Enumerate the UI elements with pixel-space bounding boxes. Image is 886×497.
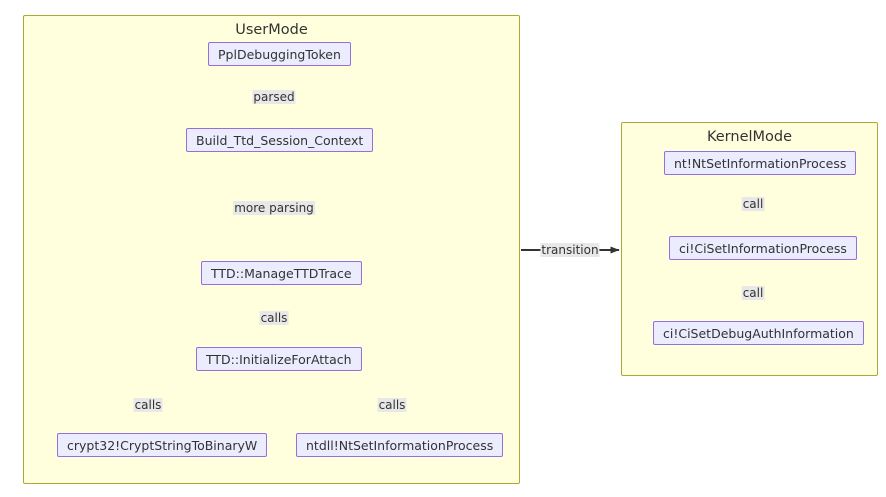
edge-label-call-cisetdebugauth: call [741,286,765,300]
subgraph-kernelmode-title: KernelMode [706,129,793,145]
node-ntdll-ntsetinformationprocess[interactable]: ntdll!NtSetInformationProcess [296,433,504,457]
subgraph-usermode[interactable]: UserMode [23,15,520,484]
edge-label-calls-initialize: calls [259,311,289,325]
node-ci-cisetdebugauthinformation[interactable]: ci!CiSetDebugAuthInformation [653,321,864,345]
edge-label-call-cisetinfo: call [741,197,765,211]
node-ppldebuggingtoken[interactable]: PplDebuggingToken [208,42,351,66]
edge-label-calls-ntdll: calls [377,398,407,412]
edge-label-calls-crypt32: calls [133,398,163,412]
node-ci-cisetinformationprocess[interactable]: ci!CiSetInformationProcess [669,236,857,260]
edge-label-transition: transition [540,243,600,257]
node-ttd-initializeforattach[interactable]: TTD::InitializeForAttach [196,347,362,371]
edge-label-parsed: parsed [252,90,296,104]
node-nt-ntsetinformationprocess[interactable]: nt!NtSetInformationProcess [664,151,857,175]
node-crypt32-cryptstringtobinaryw[interactable]: crypt32!CryptStringToBinaryW [57,433,268,457]
node-build-ttd-session-context[interactable]: Build_Ttd_Session_Context [186,128,374,152]
edge-label-more-parsing: more parsing [233,201,315,215]
subgraph-usermode-title: UserMode [235,22,308,38]
node-ttd-managettdtrace[interactable]: TTD::ManageTTDTrace [201,261,362,285]
